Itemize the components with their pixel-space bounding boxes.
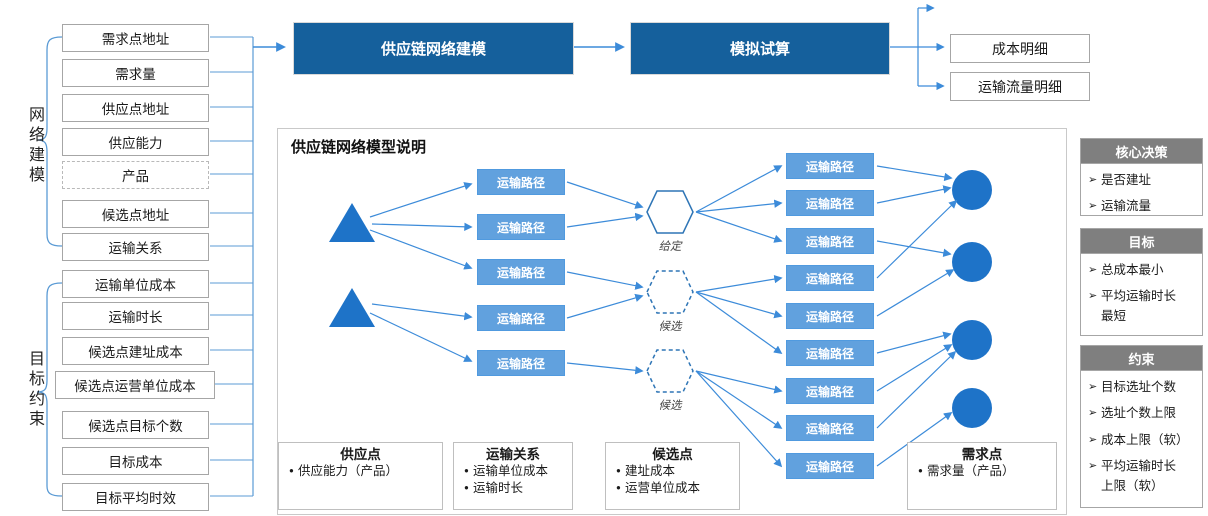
- edge-arrow: [876, 344, 953, 392]
- edge-arrow: [695, 199, 783, 213]
- edge-arrow: [566, 212, 644, 228]
- edge-arrow: [876, 412, 953, 467]
- edge-arrow: [876, 240, 952, 257]
- edge-arrow: [876, 269, 955, 317]
- edge-arrow: [566, 362, 644, 375]
- edge-arrow: [566, 293, 644, 319]
- edge-arrow: [695, 291, 783, 354]
- edge-arrow: [695, 370, 783, 429]
- edge-arrow: [876, 350, 957, 429]
- edge-arrow: [876, 165, 953, 182]
- edge-arrow: [695, 165, 783, 213]
- supply-point-triangle: [329, 288, 375, 327]
- edge-arrow: [695, 370, 783, 468]
- demand-point-circle: [952, 320, 992, 360]
- demand-point-circle: [952, 388, 992, 428]
- edge-arrow: [695, 370, 783, 394]
- group-brace-network-modeling: [36, 36, 63, 247]
- edge-arrow: [566, 181, 644, 209]
- edge-arrow: [876, 331, 952, 354]
- transit-node-hexagon: [646, 349, 694, 393]
- edge-arrow: [876, 185, 952, 204]
- edge-arrow: [876, 199, 958, 279]
- edge-arrow: [695, 211, 783, 243]
- edge-arrow: [371, 222, 473, 231]
- edge-arrow: [566, 271, 644, 290]
- supply-point-triangle: [329, 203, 375, 242]
- transit-node-hexagon: [646, 190, 694, 234]
- group-brace-objectives: [36, 282, 63, 497]
- edge-arrow: [695, 274, 783, 293]
- edge-arrow: [369, 229, 473, 270]
- edge-arrow: [695, 291, 783, 319]
- edge-arrow: [369, 312, 473, 362]
- edge-arrow: [369, 182, 473, 218]
- edge-arrow: [371, 303, 473, 321]
- transit-node-hexagon: [646, 270, 694, 314]
- demand-point-circle: [952, 242, 992, 282]
- demand-point-circle: [952, 170, 992, 210]
